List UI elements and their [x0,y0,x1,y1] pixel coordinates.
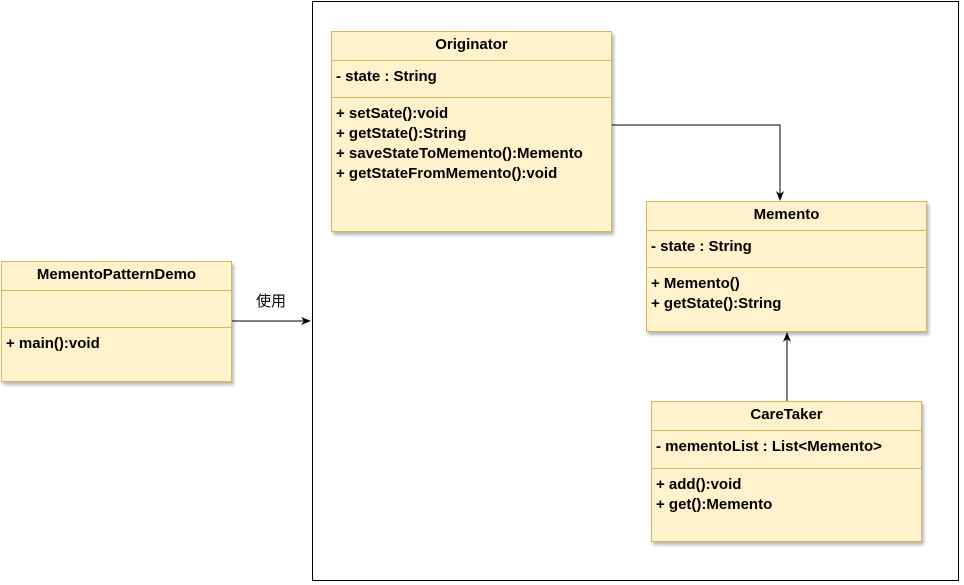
method-section: + setSate():void + getState():String + s… [332,98,611,184]
method-section: + Memento() + getState():String [647,268,926,314]
attribute-section: - state : String [647,231,926,268]
attribute-section: - state : String [332,61,611,98]
method: + Memento() [651,275,740,292]
method-section: + add():void + get():Memento [652,469,921,515]
method: + add():void [656,476,742,493]
method: + get():Memento [656,496,773,513]
attribute-section [2,291,231,328]
class-name: Originator [332,32,611,61]
class-name: Memento [647,202,926,231]
attribute: - state : String [336,68,437,85]
attribute: - mementoList : List<Memento> [656,438,882,455]
method: + getStateFromMemento():void [336,165,558,182]
edge-originator-to-memento [612,124,784,201]
class-name: CareTaker [652,402,921,431]
attribute: - state : String [651,238,752,255]
method-section: + main():void [2,328,231,354]
method: + setSate():void [336,105,449,122]
method: + getState():String [336,125,467,142]
method: + saveStateToMemento():Memento [336,145,583,162]
class-caretaker[interactable]: CareTaker - mementoList : List<Memento> … [651,401,922,542]
class-name: MementoPatternDemo [2,262,231,291]
attribute-section: - mementoList : List<Memento> [652,431,921,469]
class-memento[interactable]: Memento - state : String + Memento() + g… [646,201,927,332]
class-memento-pattern-demo[interactable]: MementoPatternDemo + main():void [1,261,232,382]
edge-label-uses: 使用 [256,292,287,310]
method: + getState():String [651,295,782,312]
class-originator[interactable]: Originator - state : String + setSate():… [331,31,612,232]
method: + main():void [6,335,100,352]
pattern-boundary-frame [312,1,959,581]
